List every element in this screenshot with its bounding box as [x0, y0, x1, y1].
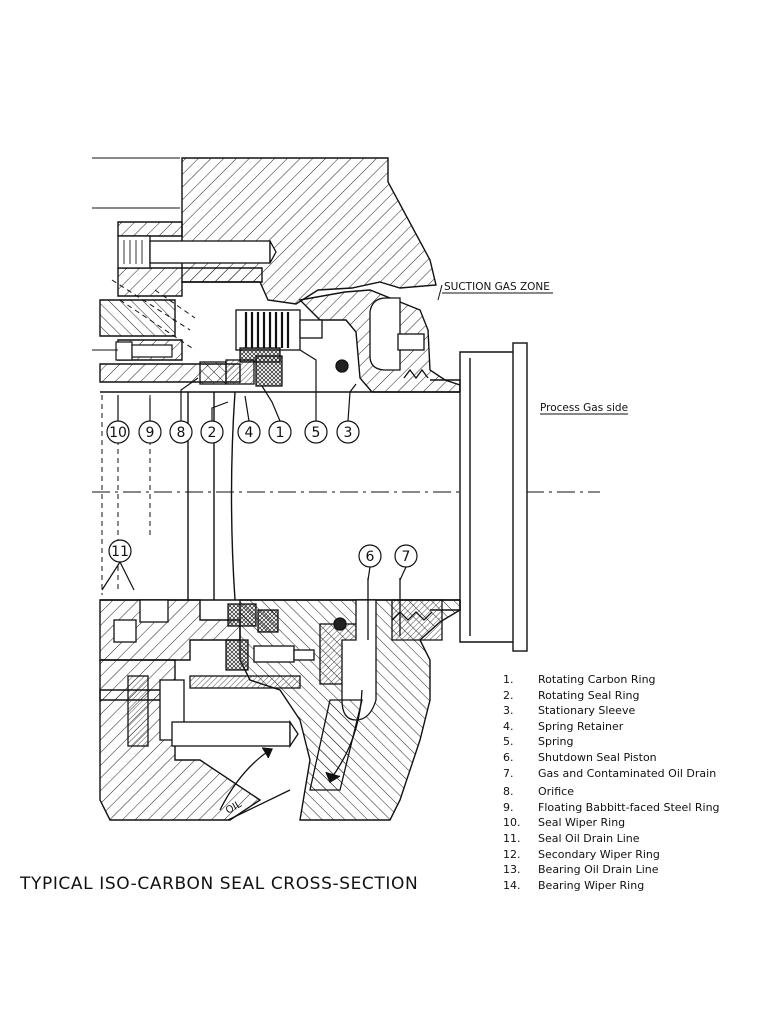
legend-item-text: Orifice: [538, 785, 574, 799]
legend-item-number: 1.: [503, 673, 514, 686]
legend-item-text: Spring Retainer: [538, 719, 624, 733]
legend-item-number: 5.: [503, 735, 514, 749]
diagram-title: TYPICAL ISO-CARBON SEAL CROSS-SECTION: [20, 874, 419, 894]
legend-item: 7. Gas and Contaminated Oil Drain: [503, 766, 720, 782]
orifice-plug: [115, 341, 173, 361]
callout-1: 1: [276, 425, 285, 441]
legend-item: 2. Rotating Seal Ring: [503, 688, 720, 704]
legend-item: 4. Spring Retainer: [503, 719, 720, 735]
legend-item: 1. Rotating Carbon Ring: [503, 672, 720, 688]
legend-item-number: 13.: [503, 863, 521, 877]
zone-leaders: [437, 284, 628, 415]
legend-item-text: Stationary Sleeve: [538, 704, 636, 718]
oil-flow-arrows: [219, 578, 401, 821]
spring-assembly: [199, 309, 349, 387]
callout-6: 6: [366, 549, 375, 565]
legend-item-number: 12.: [503, 847, 521, 861]
drain-passage: [309, 599, 443, 791]
callout-4: 4: [245, 425, 254, 441]
callout-2: 2: [208, 425, 217, 441]
legend-item: 14. Bearing Wiper Ring: [503, 878, 720, 894]
callout-3: 3: [344, 425, 353, 441]
legend-item-number: 8.: [503, 785, 514, 799]
callout-9: 9: [146, 425, 155, 441]
legend-item: 10. Seal Wiper Ring: [503, 815, 720, 831]
legend-item: 8. Orifice: [503, 784, 720, 800]
legend-item: 13. Bearing Oil Drain Line: [503, 862, 720, 878]
legend-item-number: 3.: [503, 704, 514, 718]
suction-gas-zone-label: SUCTION GAS ZONE: [444, 281, 550, 293]
legend-item-text: Rotating Carbon Ring: [538, 673, 656, 686]
legend-item: 11. Seal Oil Drain Line: [503, 831, 720, 847]
legend-item-text: Gas and Contaminated Oil Drain: [538, 766, 717, 780]
callout-11: 11: [111, 544, 129, 560]
callout-5: 5: [312, 425, 321, 441]
callout-7: 7: [402, 549, 411, 565]
legend-item-number: 11.: [503, 831, 521, 845]
callout-8: 8: [177, 425, 186, 441]
legend-item-text: Secondary Wiper Ring: [538, 847, 660, 861]
legend-item-number: 10.: [503, 816, 521, 830]
legend-item: 3. Stationary Sleeve: [503, 703, 720, 719]
suction-gas-chamber: [369, 297, 429, 380]
callouts-bottom: [101, 539, 418, 591]
legend-item-text: Floating Babbitt-faced Steel Ring: [538, 800, 720, 814]
legend-item-number: 4.: [503, 719, 514, 733]
legend-item-number: 14.: [503, 878, 521, 892]
callout-labels-top: 10 9 8 2 4 1 5 3: [109, 425, 352, 441]
legend-item-number: 6.: [503, 750, 514, 764]
legend-item: 5. Spring: [503, 734, 720, 750]
legend-item-text: Spring: [538, 735, 574, 749]
legend-item-text: Shutdown Seal Piston: [538, 750, 657, 764]
legend-item: 9. Floating Babbitt-faced Steel Ring: [503, 800, 720, 816]
legend-item-number: 7.: [503, 766, 514, 780]
shaft-hub: [430, 342, 528, 652]
legend-item-number: 9.: [503, 800, 514, 814]
callout-10: 10: [109, 425, 127, 441]
callouts-top: [106, 349, 360, 444]
legend-item-text: Seal Wiper Ring: [538, 816, 626, 830]
legend-item-text: Seal Oil Drain Line: [538, 831, 640, 845]
legend-item-text: Bearing Wiper Ring: [538, 878, 645, 892]
legend-item: 12. Secondary Wiper Ring: [503, 847, 720, 863]
legend-item-text: Rotating Seal Ring: [538, 688, 640, 702]
legend-item-text: Bearing Oil Drain Line: [538, 863, 659, 877]
process-gas-side-label: Process Gas side: [540, 402, 628, 414]
parts-legend: 1. Rotating Carbon Ring 2. Rotating Seal Ri…: [503, 672, 720, 893]
legend-item-number: 2.: [503, 688, 514, 702]
legend-item: 6. Shutdown Seal Piston: [503, 750, 720, 766]
upper-bolt: [117, 235, 277, 269]
